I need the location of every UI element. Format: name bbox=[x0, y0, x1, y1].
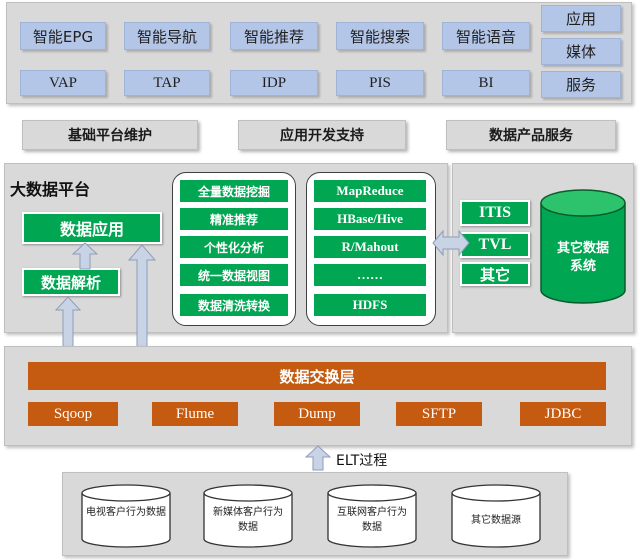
tool-dump: Dump bbox=[274, 402, 360, 426]
other-box: 其它 bbox=[460, 262, 530, 286]
up-arrow-parse-to-app bbox=[72, 242, 98, 270]
source-label-newmedia: 新媒体客户行为数据 bbox=[213, 507, 283, 533]
tech-item-ellipsis: …… bbox=[314, 264, 426, 286]
tool-sqoop: Sqoop bbox=[28, 402, 118, 426]
source-label-tv: 电视客户行为数据 bbox=[86, 507, 166, 518]
data-parsing-box: 数据解析 bbox=[22, 268, 120, 296]
app-dev-support-box: 应用开发支持 bbox=[238, 120, 406, 150]
elt-process-label: ELT过程 bbox=[336, 453, 388, 469]
tool-jdbc: JDBC bbox=[520, 402, 606, 426]
bidirectional-arrow bbox=[432, 229, 470, 257]
smart-recommend-cell: 智能推荐 bbox=[230, 22, 318, 50]
pis-cell: PIS bbox=[336, 70, 424, 96]
source-cylinder-internet bbox=[327, 484, 417, 548]
up-arrow-exchange-to-parse bbox=[55, 296, 81, 348]
source-label-internet: 互联网客户行为数据 bbox=[337, 507, 407, 533]
tech-item-hdfs: HDFS bbox=[314, 294, 426, 316]
elt-up-arrow bbox=[305, 445, 331, 471]
side-service-cell: 服务 bbox=[541, 71, 621, 98]
other-data-system-label: 其它数据系统 bbox=[556, 241, 609, 274]
tool-flume: Flume bbox=[152, 402, 238, 426]
side-application-cell: 应用 bbox=[541, 5, 621, 32]
other-data-system-cylinder bbox=[540, 189, 626, 304]
data-exchange-panel bbox=[4, 346, 632, 446]
tech-item-r-mahout: R/Mahout bbox=[314, 236, 426, 258]
smart-voice-cell: 智能语音 bbox=[442, 22, 530, 50]
analytics-item-personalized: 个性化分析 bbox=[180, 236, 288, 258]
bi-cell: BI bbox=[442, 70, 530, 96]
platform-title: 大数据平台 bbox=[10, 180, 91, 199]
smart-search-cell: 智能搜索 bbox=[336, 22, 424, 50]
tech-item-hbase-hive: HBase/Hive bbox=[314, 208, 426, 230]
source-cylinder-other bbox=[451, 484, 541, 548]
data-product-service-box: 数据产品服务 bbox=[446, 120, 616, 150]
analytics-item-mining: 全量数据挖掘 bbox=[180, 180, 288, 202]
source-label-other: 其它数据源 bbox=[471, 515, 521, 526]
itis-box: ITIS bbox=[460, 200, 530, 226]
tvl-box: TVL bbox=[460, 232, 530, 258]
platform-maintenance-box: 基础平台维护 bbox=[22, 120, 198, 150]
source-cylinder-tv bbox=[81, 484, 171, 548]
data-exchange-title-bar: 数据交换层 bbox=[28, 362, 606, 390]
source-cylinder-newmedia bbox=[203, 484, 293, 548]
analytics-item-unified-view: 统一数据视图 bbox=[180, 264, 288, 286]
analytics-item-recommend: 精准推荐 bbox=[180, 208, 288, 230]
analytics-item-cleansing: 数据清洗转换 bbox=[180, 294, 288, 316]
tap-cell: TAP bbox=[124, 70, 210, 96]
tool-sftp: SFTP bbox=[396, 402, 482, 426]
side-media-cell: 媒体 bbox=[541, 38, 621, 65]
smart-navigation-cell: 智能导航 bbox=[124, 22, 210, 50]
tech-item-mapreduce: MapReduce bbox=[314, 180, 426, 202]
vap-cell: VAP bbox=[20, 70, 106, 96]
data-application-box: 数据应用 bbox=[22, 212, 162, 244]
smart-epg-cell: 智能EPG bbox=[20, 22, 106, 50]
idp-cell: IDP bbox=[230, 70, 318, 96]
up-arrow-exchange-to-app bbox=[128, 244, 156, 348]
